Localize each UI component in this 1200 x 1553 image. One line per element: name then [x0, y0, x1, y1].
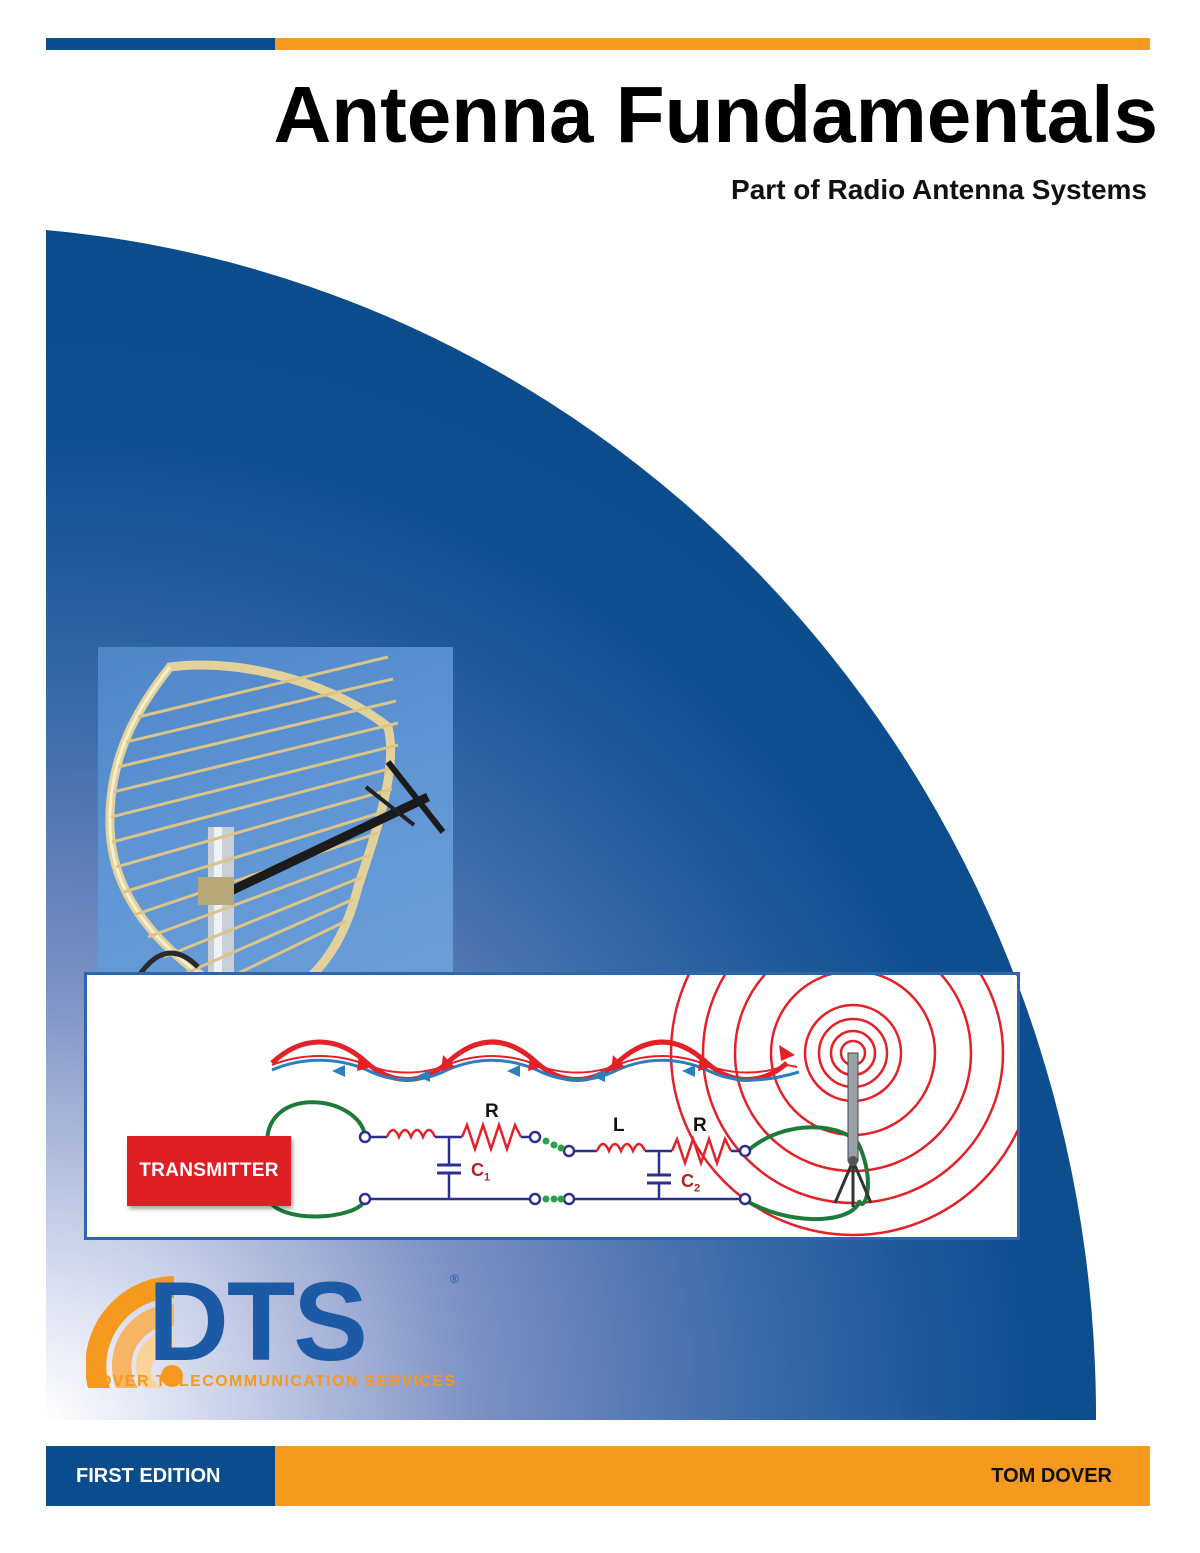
transmitter-label: TRANSMITTER [139, 1160, 279, 1181]
antenna-photo [98, 647, 453, 1027]
resistor-label-1: R [485, 1101, 499, 1122]
top-stripe-orange [275, 38, 1150, 50]
resistor-label-2: R [693, 1115, 707, 1136]
antenna-icon [833, 1052, 873, 1207]
top-stripe-blue [46, 38, 275, 50]
book-subtitle: Part of Radio Antenna Systems [731, 174, 1147, 205]
top-stripe [46, 38, 1150, 50]
bottom-bar: FIRST EDITION TOM DOVER [46, 1446, 1150, 1506]
transmitter-box: TRANSMITTER [127, 1136, 291, 1206]
antenna-photo-art [105, 655, 446, 1027]
circuit-diagram [265, 975, 1017, 1237]
inductor-label: L [613, 1115, 625, 1136]
edition-panel: FIRST EDITION [46, 1446, 275, 1506]
capacitor-label-1: C1 [471, 1160, 491, 1184]
registered-mark: ® [450, 1272, 459, 1286]
author-panel: TOM DOVER [275, 1446, 1150, 1506]
circuit-diagram-panel: TRANSMITTER R L R C1 C2 [84, 972, 1020, 1240]
dts-logo-tagline: DOVER TELECOMMUNICATION SERVICES [86, 1373, 457, 1390]
capacitor-label-2: C2 [681, 1171, 701, 1195]
dts-logo-text: DTS [148, 1259, 368, 1384]
dts-logo-arc-icon [86, 1276, 183, 1388]
author-name: TOM DOVER [991, 1464, 1112, 1487]
book-title: Antenna Fundamentals [273, 70, 1158, 159]
radio-wave-icon [669, 975, 1017, 1237]
edition-label: FIRST EDITION [76, 1464, 221, 1487]
